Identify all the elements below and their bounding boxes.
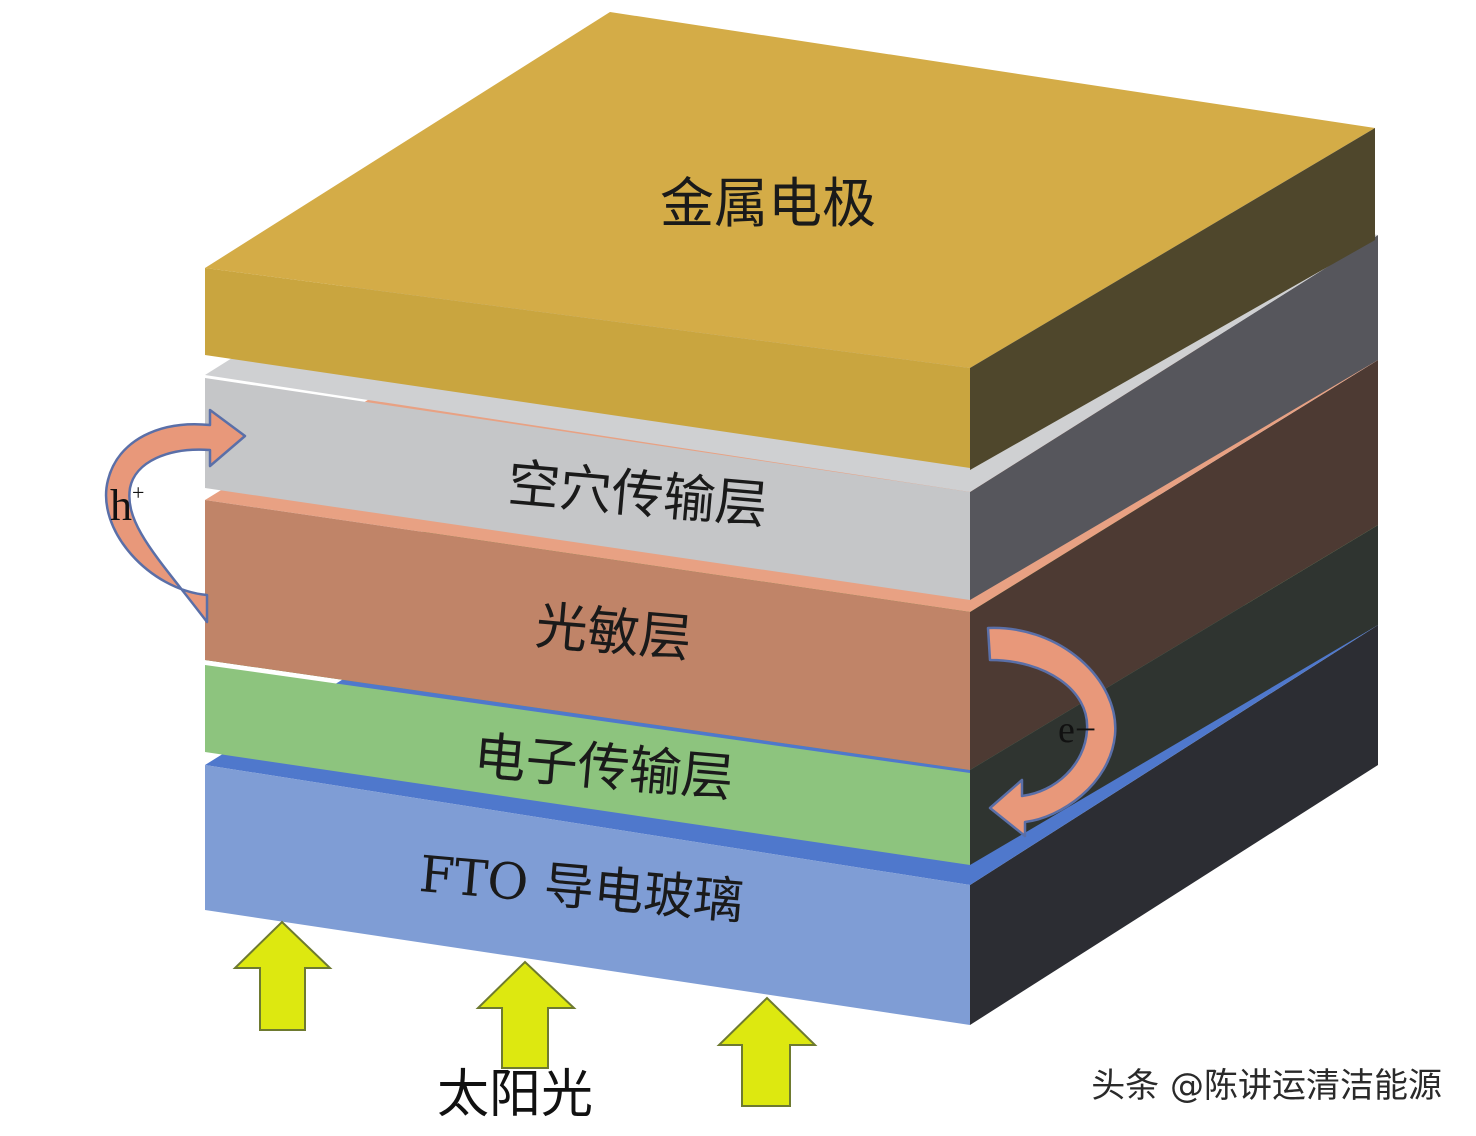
electron-arrow	[986, 626, 1117, 838]
sunlight-label: 太阳光	[437, 1065, 593, 1125]
hole-arrow	[104, 408, 247, 624]
htl-side-face	[970, 235, 1378, 600]
sunlight-arrow-3	[716, 996, 818, 1107]
sunlight-arrow-2	[475, 960, 577, 1069]
electron-arrow-body	[986, 626, 1117, 838]
fto-side-face	[970, 625, 1378, 1025]
layer-metal	[205, 12, 1375, 470]
etl-front-face	[205, 665, 970, 865]
label-metal: 金属电极	[660, 172, 876, 235]
metal-top-face	[205, 12, 1375, 368]
hole-label: h+	[110, 480, 144, 530]
label-absorber: 光敏层	[533, 596, 694, 669]
sunlight-arrows	[232, 920, 818, 1107]
metal-side-face-upper	[970, 128, 1375, 468]
sunlight-arrow-1	[232, 920, 333, 1031]
metal-front-face	[205, 268, 970, 468]
absorber-front-face	[205, 500, 970, 770]
htl-front-face	[205, 378, 970, 600]
hole-arrow-body	[104, 408, 247, 624]
electron-label: e−	[1058, 709, 1096, 751]
watermark-text: 头条 @陈讲运清洁能源	[1091, 1066, 1442, 1106]
fto-front-face	[205, 765, 970, 1025]
